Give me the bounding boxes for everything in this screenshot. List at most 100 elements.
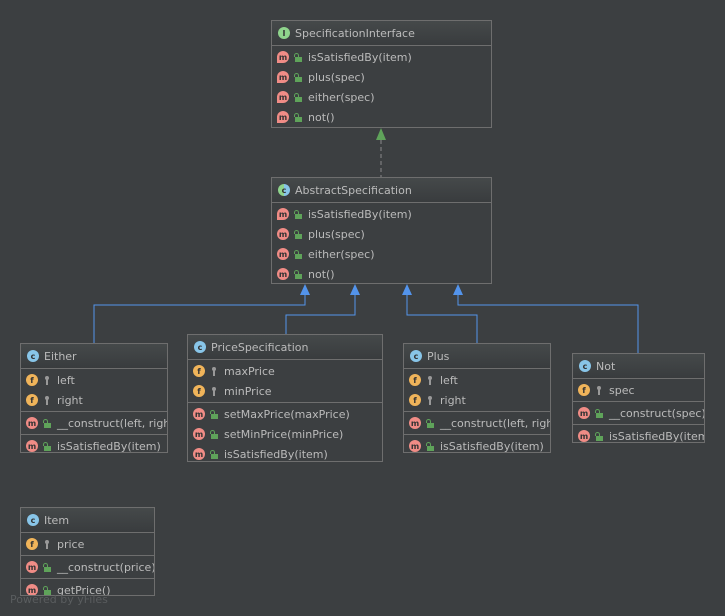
method-row[interactable]: m__construct(spec) bbox=[573, 403, 704, 423]
method-row[interactable]: m isSatisfiedBy(item) bbox=[272, 204, 491, 224]
methods-section: m getPrice() bbox=[21, 579, 154, 596]
extends-arrowhead bbox=[402, 284, 412, 295]
member-label: __construct(spec) bbox=[609, 406, 705, 420]
extends-edge-plus bbox=[406, 295, 478, 343]
public-lock-icon bbox=[426, 441, 434, 451]
method-row[interactable]: m setMaxPrice(maxPrice) bbox=[188, 404, 382, 424]
method-row[interactable]: m__construct(price) bbox=[21, 557, 154, 577]
member-label: left bbox=[57, 373, 75, 387]
field-icon: f bbox=[26, 374, 38, 386]
method-icon: m bbox=[26, 584, 38, 595]
member-label: isSatisfiedBy(item) bbox=[609, 429, 705, 443]
private-key-icon bbox=[43, 539, 51, 549]
public-lock-icon bbox=[43, 441, 51, 451]
class-abstract-spec[interactable]: c AbstractSpecification m isSatisfiedBy(ite… bbox=[271, 177, 492, 284]
public-lock-icon bbox=[210, 409, 218, 419]
interface-icon: I bbox=[278, 27, 290, 39]
methods-section: m__construct(left, right) bbox=[404, 412, 550, 435]
footer-credit: Powered by yFiles bbox=[10, 593, 108, 606]
method-icon: m bbox=[277, 208, 289, 220]
methods-section: m__construct(spec) bbox=[573, 402, 704, 425]
field-icon: f bbox=[26, 394, 38, 406]
public-lock-icon bbox=[595, 431, 603, 441]
member-label: isSatisfiedBy(item) bbox=[57, 439, 161, 453]
class-icon: c bbox=[410, 350, 422, 362]
method-icon: m bbox=[277, 71, 289, 83]
method-row[interactable]: m__construct(left, right) bbox=[21, 413, 167, 433]
public-lock-icon bbox=[294, 229, 302, 239]
field-icon: f bbox=[409, 394, 421, 406]
extends-edge-not bbox=[457, 295, 639, 353]
method-icon: m bbox=[193, 408, 205, 420]
private-key-icon bbox=[43, 375, 51, 385]
public-lock-icon bbox=[43, 418, 51, 428]
class-spec-interface[interactable]: I SpecificationInterface m isSatisfiedBy(it… bbox=[271, 20, 492, 128]
method-row[interactable]: m not() bbox=[272, 264, 491, 283]
extends-arrowhead bbox=[300, 284, 310, 295]
method-row[interactable]: m getPrice() bbox=[21, 580, 154, 596]
class-name: Not bbox=[596, 359, 616, 373]
private-key-icon bbox=[210, 386, 218, 396]
field-row[interactable]: f left bbox=[21, 370, 167, 390]
member-label: either(spec) bbox=[308, 247, 375, 261]
public-lock-icon bbox=[294, 72, 302, 82]
member-label: not() bbox=[308, 267, 335, 281]
method-icon: m bbox=[277, 51, 289, 63]
member-label: getPrice() bbox=[57, 583, 111, 596]
method-icon: m bbox=[26, 417, 38, 429]
class-icon: c bbox=[27, 514, 39, 526]
abstract-class-icon: c bbox=[278, 184, 290, 196]
method-row[interactable]: m__construct(left, right) bbox=[404, 413, 550, 433]
public-lock-icon bbox=[294, 52, 302, 62]
class-name: AbstractSpecification bbox=[295, 183, 412, 197]
member-label: isSatisfiedBy(item) bbox=[308, 207, 412, 221]
member-label: isSatisfiedBy(item) bbox=[308, 50, 412, 64]
member-label: setMaxPrice(maxPrice) bbox=[224, 407, 350, 421]
class-name: SpecificationInterface bbox=[295, 26, 415, 40]
method-row[interactable]: m isSatisfiedBy(item) bbox=[272, 47, 491, 67]
member-label: spec bbox=[609, 383, 635, 397]
methods-section: m__construct(left, right) bbox=[21, 412, 167, 435]
field-icon: f bbox=[26, 538, 38, 550]
method-icon: m bbox=[193, 448, 205, 460]
extends-edge-either bbox=[93, 295, 306, 343]
method-icon: m bbox=[193, 428, 205, 440]
method-icon: m bbox=[409, 417, 421, 429]
private-key-icon bbox=[595, 385, 603, 395]
public-lock-icon bbox=[426, 418, 434, 428]
field-icon: f bbox=[409, 374, 421, 386]
member-label: minPrice bbox=[224, 384, 272, 398]
method-icon: m bbox=[277, 268, 289, 280]
public-lock-icon bbox=[210, 449, 218, 459]
